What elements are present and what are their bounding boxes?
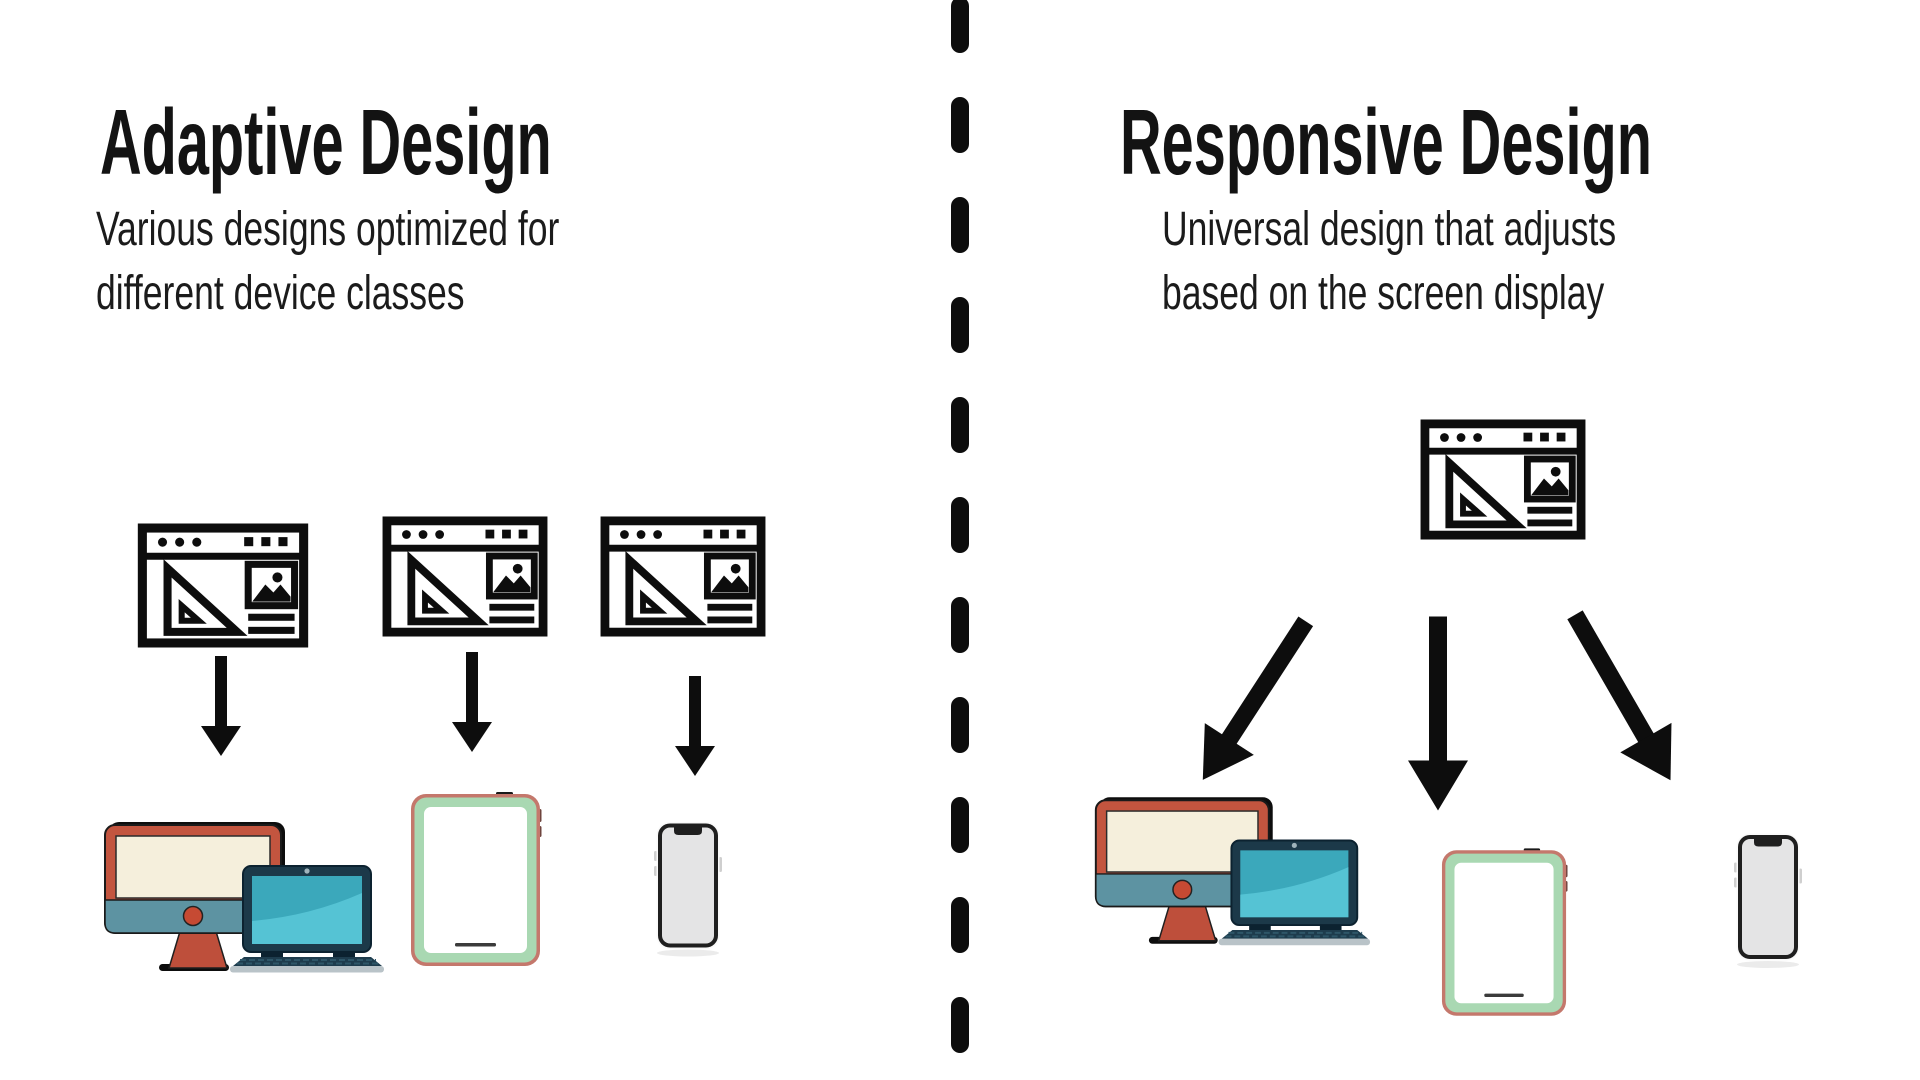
down-arrow-icon — [199, 656, 243, 756]
responsive-subtitle-line2: based on the screen display — [1162, 267, 1605, 320]
dashed-divider — [951, 0, 969, 1080]
responsive-subtitle: Universal design that adjusts based on t… — [1162, 198, 1616, 326]
adaptive-subtitle: Various designs optimized for different … — [96, 198, 559, 326]
down-arrow-icon — [673, 676, 717, 776]
phone-icon — [654, 821, 722, 957]
down-arrow-icon — [1406, 616, 1470, 812]
phone-icon — [1734, 832, 1802, 969]
desktop-and-laptop-icon — [95, 821, 385, 974]
tablet-icon — [410, 792, 542, 968]
wireframe-browser-icon — [600, 516, 766, 637]
responsive-subtitle-line1: Universal design that adjusts — [1162, 203, 1617, 256]
wireframe-browser-icon — [382, 516, 548, 637]
desktop-and-laptop-icon — [1086, 796, 1371, 947]
down-arrow-icon — [450, 652, 494, 752]
adaptive-subtitle-line2: different device classes — [96, 267, 465, 320]
tablet-icon — [1441, 847, 1568, 1019]
responsive-title: Responsive Design — [1120, 90, 1652, 194]
adaptive-title: Adaptive Design — [100, 90, 552, 194]
wireframe-browser-icon — [1420, 419, 1586, 540]
adaptive-subtitle-line1: Various designs optimized for — [96, 203, 560, 256]
wireframe-browser-icon — [133, 523, 313, 648]
